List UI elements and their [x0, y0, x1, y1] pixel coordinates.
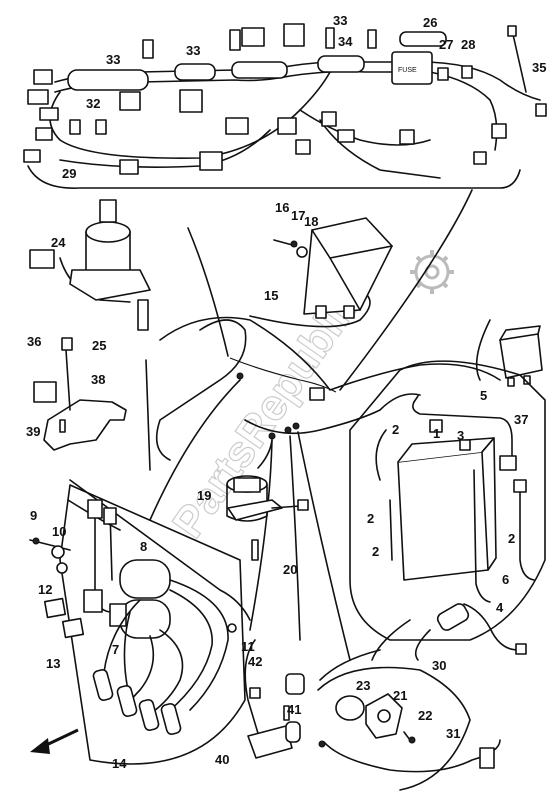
callout: 26 [423, 15, 437, 30]
hardware-small-parts [29, 537, 85, 639]
callout: 28 [461, 37, 475, 52]
callout: 40 [215, 752, 229, 767]
callout: 2 [392, 422, 399, 437]
callout: 2 [508, 531, 515, 546]
flasher-relay [499, 325, 543, 387]
callout: 3 [457, 428, 464, 443]
callout: 35 [532, 60, 546, 75]
callout: 39 [26, 424, 40, 439]
callout: 17 [291, 208, 305, 223]
callout: 32 [86, 96, 100, 111]
callout: 12 [38, 582, 52, 597]
fuse-label: FUSE [398, 67, 417, 74]
direction-arrow-icon [30, 728, 79, 754]
callout: 13 [46, 656, 60, 671]
callout: 10 [52, 524, 66, 539]
oil-level-sensor [244, 639, 305, 759]
callout: 25 [92, 338, 106, 353]
speed-sensor-group [317, 666, 501, 791]
callout: 4 [496, 600, 504, 615]
callout: 5 [480, 388, 487, 403]
ignition-switch [29, 199, 151, 331]
ignition-coil-assembly [59, 484, 246, 765]
callout: 18 [304, 214, 318, 229]
callout: 42 [248, 654, 262, 669]
callout: 20 [283, 562, 297, 577]
callout: 38 [91, 372, 105, 387]
callout: 19 [197, 488, 211, 503]
callout: 22 [418, 708, 432, 723]
callout: 41 [287, 702, 301, 717]
callout: 11 [241, 639, 255, 654]
battery-assembly [349, 360, 546, 641]
callout: 8 [140, 539, 147, 554]
callout-labels: 1 2 2 2 2 3 4 5 6 7 8 9 10 11 12 13 14 1… [26, 13, 546, 771]
neutral-switch [414, 603, 527, 661]
callout: 27 [439, 37, 453, 52]
leader-lines [67, 189, 491, 681]
callout: 16 [275, 200, 289, 215]
callout: 33 [333, 13, 347, 28]
relay-unit [249, 217, 393, 328]
callout: 29 [62, 166, 76, 181]
callout: 9 [30, 508, 37, 523]
callout: 33 [186, 43, 200, 58]
callout: 2 [367, 511, 374, 526]
callout: 33 [106, 52, 120, 67]
callout: 24 [51, 235, 66, 250]
wire-harness-panel: FUSE [23, 23, 547, 189]
callout: 14 [112, 756, 127, 771]
callout: 2 [372, 544, 379, 559]
callout: 37 [514, 412, 528, 427]
bracket-assembly [33, 337, 127, 451]
frame-outline [155, 316, 501, 461]
pickup-coil-unit [226, 475, 309, 561]
callout: 30 [432, 658, 446, 673]
callout: 7 [112, 642, 119, 657]
gear-logo-icon [410, 250, 454, 294]
callout: 21 [393, 688, 407, 703]
callout: 36 [27, 334, 41, 349]
callout: 15 [264, 288, 278, 303]
callout: 23 [356, 678, 370, 693]
callout: 6 [502, 572, 509, 587]
callout: 31 [446, 726, 460, 741]
callout: 1 [433, 426, 440, 441]
callout: 34 [338, 34, 353, 49]
